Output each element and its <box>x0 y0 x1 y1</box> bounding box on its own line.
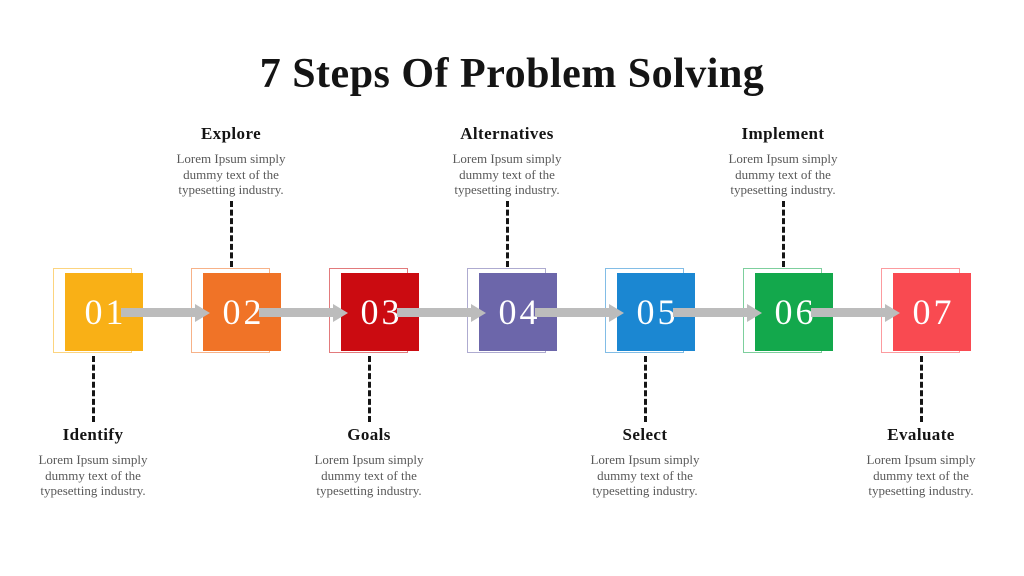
step-square: 04 <box>479 273 557 351</box>
step-group-07: 07 <box>881 268 973 358</box>
step-label-block-alternatives: Alternatives Lorem Ipsum simply dummy te… <box>442 124 572 198</box>
arrow-connector <box>535 303 624 322</box>
step-number: 02 <box>222 292 265 332</box>
step-square: 07 <box>893 273 971 351</box>
step-square: 06 <box>755 273 833 351</box>
arrow-head-icon <box>609 303 624 322</box>
step-number: 05 <box>636 292 679 332</box>
dashed-connector <box>230 201 233 267</box>
step-label: Evaluate <box>887 425 955 444</box>
arrow-connector <box>397 303 486 322</box>
step-description: Lorem Ipsum simply dummy text of the typ… <box>452 151 562 198</box>
step-number: 07 <box>912 292 955 332</box>
step-label-block-evaluate: Evaluate Lorem Ipsum simply dummy text o… <box>856 425 986 499</box>
step-label-block-implement: Implement Lorem Ipsum simply dummy text … <box>718 124 848 198</box>
dashed-connector <box>368 356 371 422</box>
step-label-block-select: Select Lorem Ipsum simply dummy text of … <box>580 425 710 499</box>
step-number: 01 <box>84 292 127 332</box>
step-label-block-explore: Explore Lorem Ipsum simply dummy text of… <box>166 124 296 198</box>
step-description: Lorem Ipsum simply dummy text of the typ… <box>314 452 424 499</box>
arrow-head-icon <box>747 303 762 322</box>
step-label-block-goals: Goals Lorem Ipsum simply dummy text of t… <box>304 425 434 499</box>
arrow-connector <box>121 303 210 322</box>
step-number: 03 <box>360 292 403 332</box>
step-group-04: 04 <box>467 268 559 358</box>
arrow-head-icon <box>885 303 900 322</box>
step-description: Lorem Ipsum simply dummy text of the typ… <box>590 452 700 499</box>
step-label: Implement <box>741 124 825 143</box>
step-description: Lorem Ipsum simply dummy text of the typ… <box>176 151 286 198</box>
step-description: Lorem Ipsum simply dummy text of the typ… <box>866 452 976 499</box>
step-label: Select <box>622 425 668 444</box>
dashed-connector <box>92 356 95 422</box>
step-description: Lorem Ipsum simply dummy text of the typ… <box>728 151 838 198</box>
dashed-connector <box>782 201 785 267</box>
dashed-connector <box>920 356 923 422</box>
step-label-block-identify: Identify Lorem Ipsum simply dummy text o… <box>28 425 158 499</box>
step-label: Identify <box>62 425 124 444</box>
step-group-03: 03 <box>329 268 421 358</box>
step-label: Alternatives <box>460 124 554 143</box>
arrow-head-icon <box>195 303 210 322</box>
step-description: Lorem Ipsum simply dummy text of the typ… <box>38 452 148 499</box>
dashed-connector <box>644 356 647 422</box>
arrow-connector <box>259 303 348 322</box>
step-label: Goals <box>347 425 391 444</box>
step-label: Explore <box>200 124 262 143</box>
slide-title: 7 Steps Of Problem Solving <box>259 51 765 98</box>
step-number: 06 <box>774 292 817 332</box>
arrow-connector <box>811 303 900 322</box>
arrow-connector <box>673 303 762 322</box>
step-number: 04 <box>498 292 541 332</box>
dashed-connector <box>506 201 509 267</box>
arrow-head-icon <box>333 303 348 322</box>
arrow-head-icon <box>471 303 486 322</box>
step-square: 03 <box>341 273 419 351</box>
